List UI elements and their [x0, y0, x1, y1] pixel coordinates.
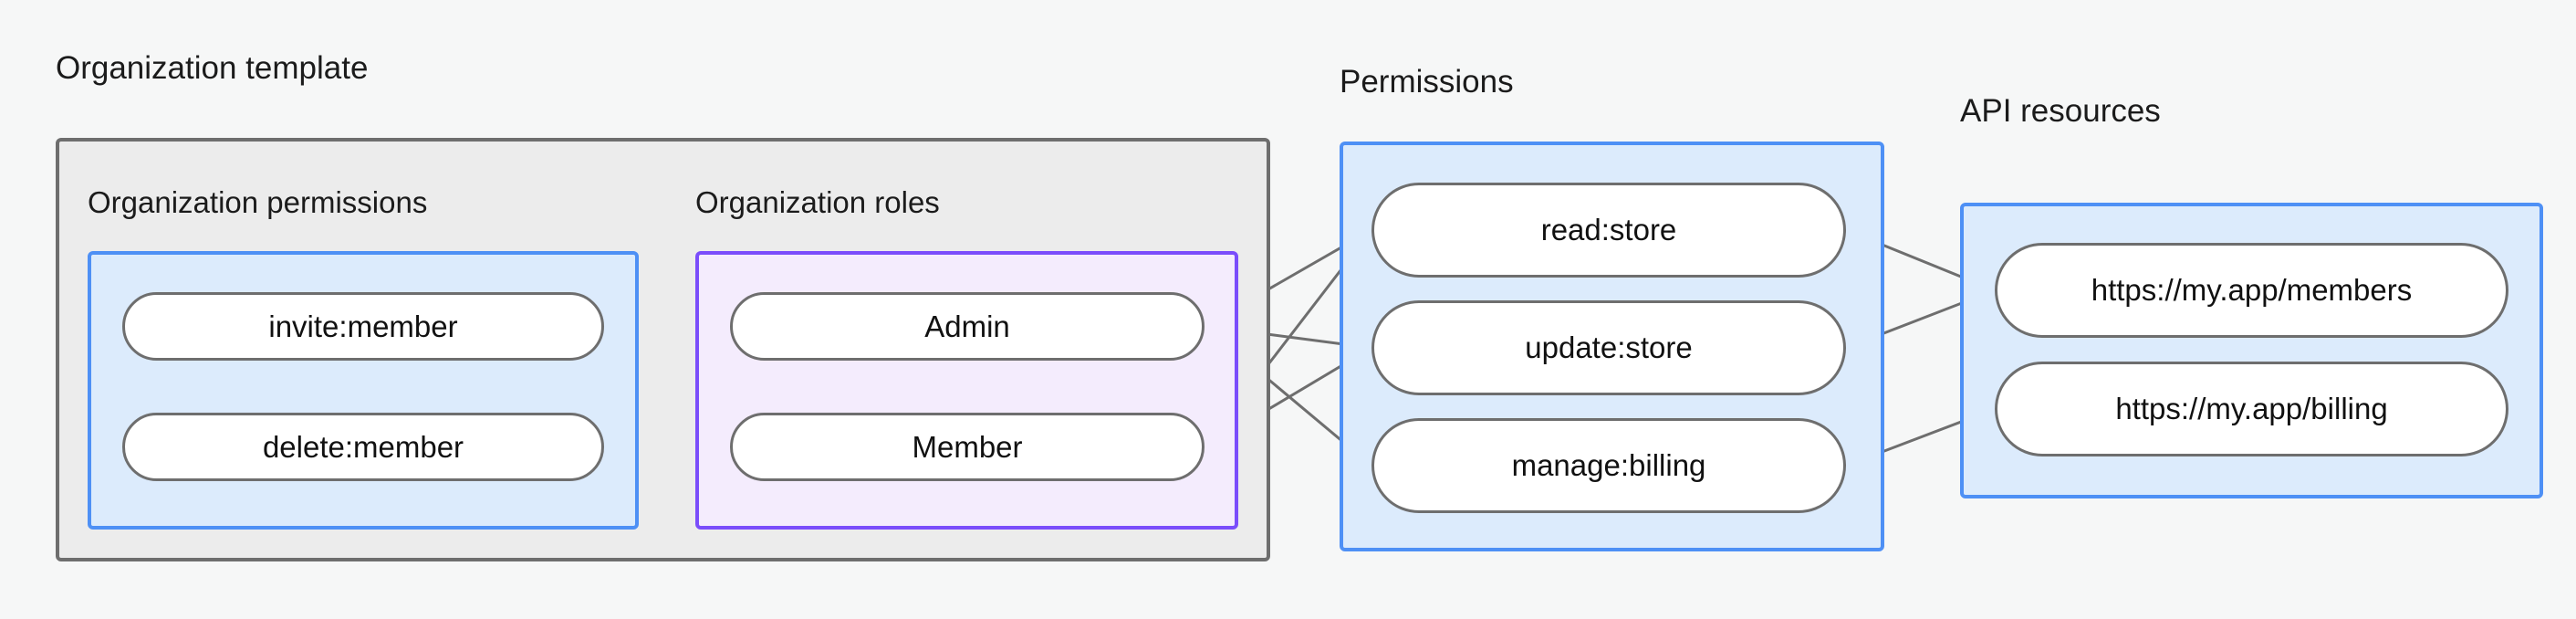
group-title-organization-permissions: Organization permissions	[88, 185, 428, 219]
node-member[interactable]: Member	[730, 413, 1205, 481]
node-admin[interactable]: Admin	[730, 292, 1205, 361]
group-title-organization-roles: Organization roles	[695, 185, 940, 219]
node-members-url[interactable]: https://my.app/members	[1995, 243, 2508, 338]
node-manage-billing[interactable]: manage:billing	[1371, 418, 1846, 513]
node-billing-url[interactable]: https://my.app/billing	[1995, 362, 2508, 456]
node-update-store[interactable]: update:store	[1371, 300, 1846, 395]
group-title-organization-template: Organization template	[56, 50, 369, 86]
node-invite-member[interactable]: invite:member	[122, 292, 604, 361]
node-delete-member[interactable]: delete:member	[122, 413, 604, 481]
group-title-permissions: Permissions	[1340, 64, 1514, 100]
group-title-api-resources: API resources	[1960, 93, 2161, 129]
node-read-store[interactable]: read:store	[1371, 183, 1846, 278]
